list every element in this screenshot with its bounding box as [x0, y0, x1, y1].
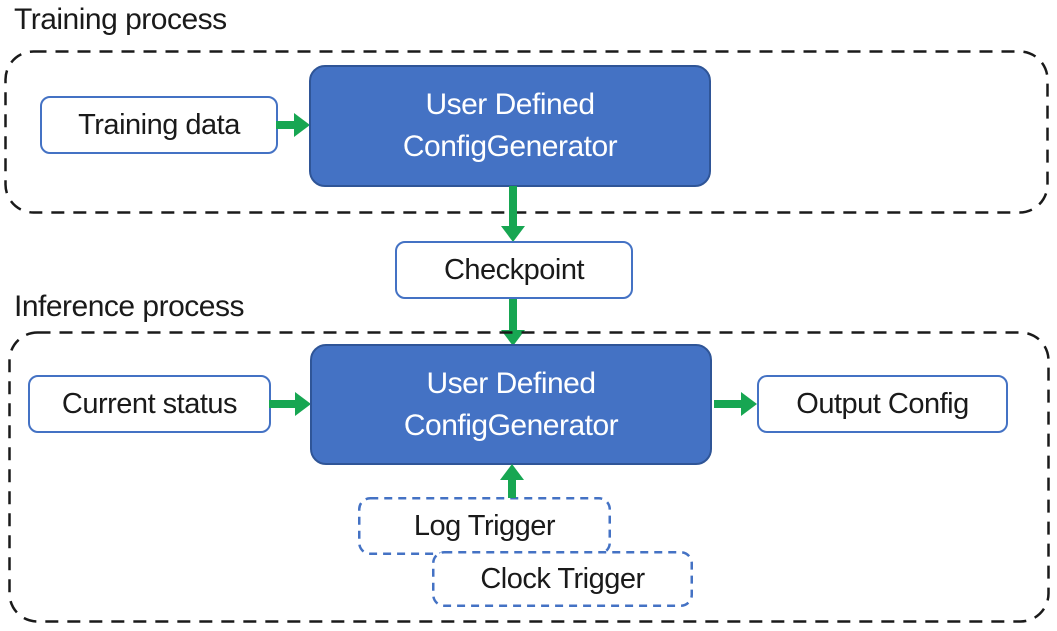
arrow-current-status-to-generator — [269, 392, 311, 416]
config-generator-training-line1: User Defined — [425, 88, 595, 121]
clock-trigger-border — [432, 551, 693, 607]
log-trigger-node: Log Trigger — [358, 497, 611, 555]
log-trigger-label: Log Trigger — [413, 509, 556, 542]
output-config-node: Output Config — [757, 375, 1008, 433]
config-generator-training-node: User Defined ConfigGenerator — [309, 65, 711, 187]
inference-process-container — [8, 331, 1050, 623]
arrow-trigger-to-generator — [500, 464, 524, 498]
arrow-generator-to-output-config — [714, 392, 757, 416]
arrow-checkpoint-to-generator — [501, 299, 525, 346]
arrow-training-data-to-generator — [276, 113, 310, 137]
training-process-container — [4, 50, 1049, 214]
training-data-label: Training data — [78, 108, 240, 141]
inference-process-label: Inference process — [14, 290, 244, 323]
config-generator-inference-line1: User Defined — [426, 366, 596, 400]
config-generator-inference-node: User Defined ConfigGenerator — [310, 344, 712, 465]
current-status-label: Current status — [61, 387, 238, 420]
config-generator-training-line2: ConfigGenerator — [402, 130, 618, 163]
output-config-label: Output Config — [796, 387, 969, 420]
current-status-node: Current status — [28, 375, 271, 433]
arrow-generator-to-checkpoint — [501, 186, 525, 242]
training-data-node: Training data — [40, 96, 278, 154]
training-process-label: Training process — [14, 3, 227, 36]
clock-trigger-node: Clock Trigger — [432, 551, 693, 607]
checkpoint-node: Checkpoint — [395, 241, 633, 299]
clock-trigger-label: Clock Trigger — [480, 562, 645, 595]
checkpoint-label: Checkpoint — [443, 253, 585, 286]
config-generator-inference-line2: ConfigGenerator — [403, 408, 619, 442]
